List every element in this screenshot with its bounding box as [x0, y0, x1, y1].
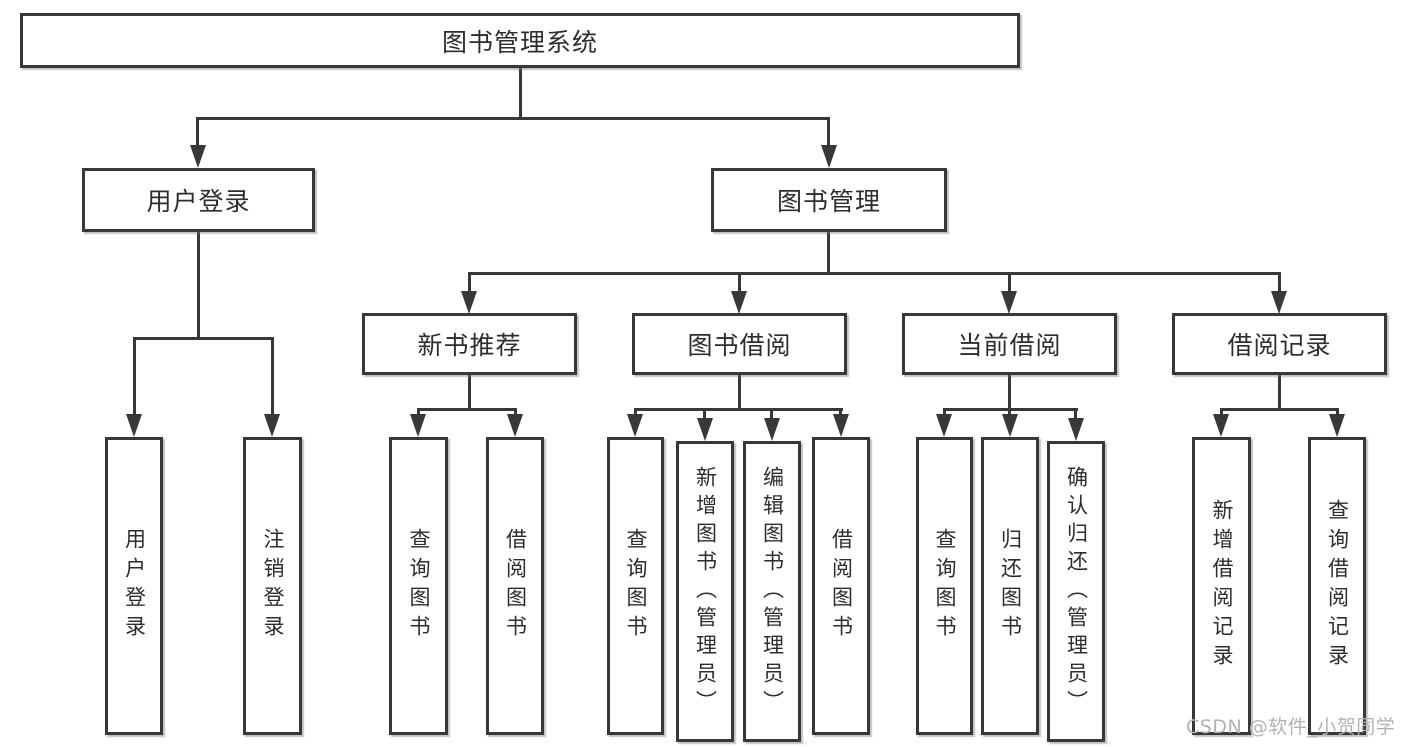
connector-line [133, 337, 274, 340]
connector-line [827, 117, 830, 148]
leaf-borrow-books-recommend: 借阅图书 [486, 437, 544, 735]
arrow-down-icon [1329, 414, 1345, 437]
csdn-watermark: CSDN @软件_小贺同学 [1186, 716, 1396, 738]
leaf-add-book-admin: 新增图书（管理员） [676, 441, 734, 742]
connector-line [1278, 272, 1281, 291]
arrow-down-icon [1001, 291, 1017, 314]
node-borrowing-records: 借阅记录 [1172, 313, 1387, 375]
connector-line [1278, 375, 1281, 408]
leaf-label: 查询图书 [624, 528, 648, 644]
arrow-down-icon [410, 414, 426, 437]
leaf-confirm-return-admin: 确认归还（管理员） [1047, 441, 1105, 742]
leaf-label: 新增图书（管理员） [693, 465, 718, 718]
connector-line [703, 408, 706, 418]
leaf-label: 编辑图书（管理员） [760, 465, 785, 718]
connector-line [133, 337, 136, 414]
connector-line [634, 408, 637, 414]
connector-line [417, 408, 517, 411]
connector-line [1074, 408, 1077, 418]
connector-line [827, 232, 830, 272]
node-label: 图书管理 [776, 187, 881, 216]
leaf-query-books-recommend: 查询图书 [389, 437, 448, 735]
arrow-down-icon [821, 145, 837, 168]
arrow-down-icon [264, 414, 280, 437]
connector-line [1008, 408, 1011, 414]
connector-line [271, 337, 274, 414]
arrow-down-icon [833, 414, 849, 437]
node-label: 当前借阅 [957, 331, 1062, 360]
leaf-user-login: 用户登录 [105, 437, 163, 735]
connector-line [468, 375, 471, 408]
connector-line [468, 272, 471, 291]
leaf-label: 借阅图书 [503, 528, 528, 644]
node-new-book-recommendation: 新书推荐 [362, 313, 577, 375]
leaf-edit-book-admin: 编辑图书（管理员） [743, 441, 801, 742]
connector-line [197, 232, 200, 337]
node-library-management-system: 图书管理系统 [20, 13, 1020, 68]
connector-line [1220, 408, 1223, 414]
connector-line [1008, 272, 1011, 291]
node-label: 用户登录 [146, 187, 251, 216]
leaf-label: 新增借阅记录 [1210, 499, 1234, 673]
leaf-return-book: 归还图书 [981, 437, 1039, 735]
connector-line [468, 272, 1280, 275]
arrow-down-icon [461, 291, 477, 314]
node-label: 图书管理系统 [441, 27, 598, 57]
leaf-label: 查询图书 [407, 528, 431, 644]
arrow-down-icon [697, 418, 713, 441]
leaf-label: 查询图书 [933, 528, 957, 644]
connector-line [514, 408, 517, 414]
leaf-label: 借阅图书 [829, 528, 854, 644]
connector-line [634, 408, 843, 411]
node-label: 新书推荐 [417, 331, 522, 360]
node-label: 图书借阅 [687, 331, 792, 360]
leaf-query-borrow-record: 查询借阅记录 [1308, 437, 1366, 735]
leaf-borrow-books-borrowing: 借阅图书 [812, 437, 870, 735]
leaf-add-borrow-record: 新增借阅记录 [1192, 437, 1251, 735]
leaf-label: 查询借阅记录 [1325, 499, 1350, 673]
connector-line [196, 117, 830, 120]
arrow-down-icon [1213, 414, 1229, 437]
leaf-label: 归还图书 [998, 528, 1023, 644]
arrow-down-icon [190, 145, 206, 168]
node-current-borrowing: 当前借阅 [902, 313, 1117, 375]
arrow-down-icon [1271, 291, 1287, 314]
connector-line [417, 408, 420, 414]
leaf-logout: 注销登录 [243, 437, 302, 735]
arrow-down-icon [1002, 414, 1018, 437]
connector-line [943, 408, 946, 414]
connector-line [839, 408, 842, 414]
connector-line [770, 408, 773, 418]
arrow-down-icon [936, 414, 952, 437]
arrow-down-icon [126, 414, 142, 437]
connector-line [738, 375, 741, 408]
connector-line [1336, 408, 1339, 414]
leaf-query-books-current: 查询图书 [916, 437, 973, 735]
node-user-login: 用户登录 [82, 168, 315, 232]
arrow-down-icon [764, 418, 780, 441]
connector-line [519, 68, 522, 117]
leaf-query-books-borrowing: 查询图书 [607, 437, 664, 735]
connector-line [738, 272, 741, 291]
leaf-label: 注销登录 [261, 528, 285, 644]
node-book-borrowing: 图书借阅 [632, 313, 847, 375]
connector-line [196, 117, 199, 148]
node-book-management: 图书管理 [711, 168, 947, 232]
leaf-label: 确认归还（管理员） [1064, 465, 1089, 718]
leaf-label: 用户登录 [122, 528, 147, 644]
arrow-down-icon [1068, 418, 1084, 441]
arrow-down-icon [731, 291, 747, 314]
arrow-down-icon [507, 414, 523, 437]
connector-line [1008, 375, 1011, 408]
node-label: 借阅记录 [1227, 331, 1332, 360]
arrow-down-icon [627, 414, 643, 437]
connector-line [1220, 408, 1339, 411]
